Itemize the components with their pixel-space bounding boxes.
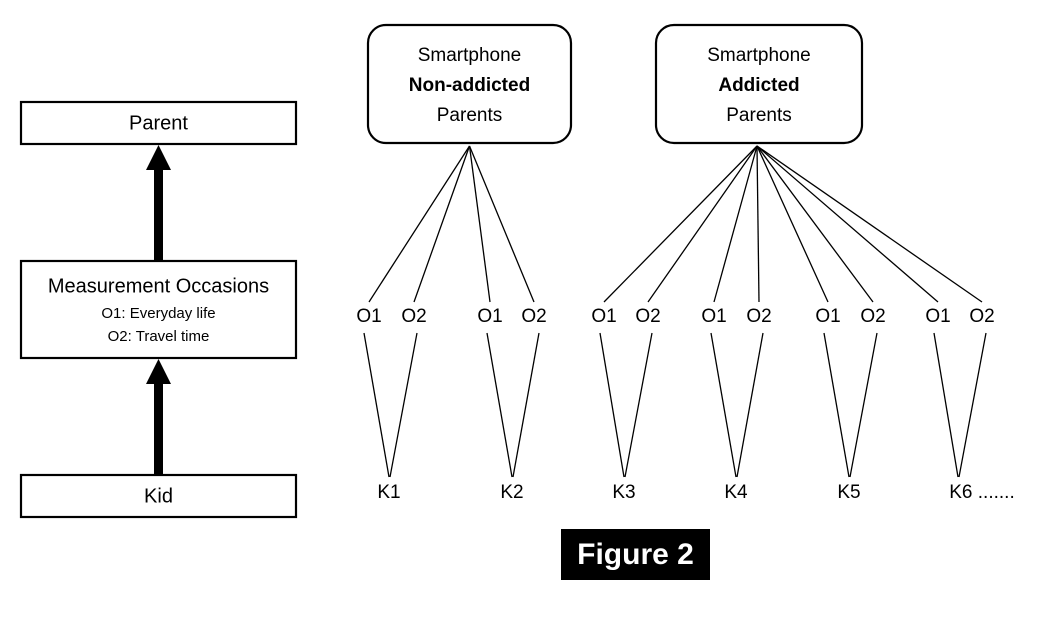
measurement-occasions-box-label: Measurement Occasions [48, 275, 269, 297]
edge-nonaddicted-to-k1-o1 [368, 145, 471, 303]
addicted-line-3: Parents [726, 105, 791, 126]
group-addicted: Smartphone Addicted Parents O1 O2 O1 O2 … [591, 23, 1015, 503]
addicted-line-1: Smartphone [707, 45, 811, 66]
occasion-label-k3-o2: O2 [635, 306, 660, 327]
edge-k3-o1-to-k3 [599, 332, 625, 478]
up-arrow-icon [146, 145, 171, 261]
edge-k6-o2-to-k6 [958, 332, 987, 478]
group-non-addicted: Smartphone Non-addicted Parents O1 O2 O1… [356, 23, 573, 503]
legend-level-measurement-occasions: Measurement Occasions O1: Everyday life … [19, 259, 298, 360]
kid-label-k4: K4 [724, 482, 748, 503]
edge-k2-o2-to-k2 [512, 332, 540, 478]
kid-label-k5: K5 [837, 482, 860, 503]
occasion-label-k4-o2: O2 [746, 306, 771, 327]
occasion-label-k1-o1: O1 [356, 306, 381, 327]
caption-badge-background [561, 529, 710, 580]
measurement-occasions-sublabel-o2: O2: Travel time [108, 328, 210, 345]
occasion-label-k5-o1: O1 [815, 306, 840, 327]
addicted-line-2: Addicted [718, 75, 799, 96]
edge-addicted-to-k5-o2 [756, 145, 874, 303]
occasion-label-k6-o2: O2 [969, 306, 994, 327]
arrow-kid-to-occasions [146, 359, 171, 475]
kid-label-k1: K1 [377, 482, 400, 503]
caption-label: Figure 2 [577, 538, 694, 571]
legend-level-kid: Kid [19, 473, 298, 519]
edge-nonaddicted-to-k2-o2 [468, 145, 535, 303]
occasion-label-k3-o1: O1 [591, 306, 616, 327]
edge-k4-o1-to-k4 [710, 332, 737, 478]
kid-box [19, 473, 298, 519]
legend-level-parent: Parent [19, 100, 298, 146]
occasion-label-k6-o1: O1 [925, 306, 950, 327]
edge-k1-o2-to-k1 [389, 332, 418, 478]
non-addicted-parents-box [366, 23, 573, 145]
kid-label-k6: K6 ....... [949, 482, 1014, 503]
edge-k6-o1-to-k6 [933, 332, 959, 478]
occasion-label-k2-o2: O2 [521, 306, 546, 327]
edge-k5-o2-to-k5 [849, 332, 878, 478]
occasion-label-k2-o1: O1 [477, 306, 502, 327]
edge-nonaddicted-to-k2-o1 [468, 145, 491, 303]
measurement-occasions-sublabel-o1: O1: Everyday life [101, 305, 215, 322]
edge-addicted-to-k3-o2 [647, 145, 758, 303]
kid-box-label: Kid [144, 485, 173, 507]
addicted-parents-box [654, 23, 864, 145]
arrow-occasions-to-parent [146, 145, 171, 261]
edge-addicted-to-k4-o1 [713, 145, 758, 303]
parent-box-label: Parent [129, 112, 188, 134]
edge-addicted-to-k4-o2 [756, 145, 760, 303]
occasion-label-k4-o1: O1 [701, 306, 726, 327]
measurement-occasions-box [19, 259, 298, 360]
figure-caption-badge: Figure 2 [561, 529, 710, 580]
edge-addicted-to-k5-o1 [756, 145, 829, 303]
edge-k4-o2-to-k4 [736, 332, 764, 478]
edge-addicted-to-k6-o1 [756, 145, 939, 303]
occasion-label-k1-o2: O2 [401, 306, 426, 327]
edge-addicted-to-k6-o2 [756, 145, 983, 303]
non-addicted-line-1: Smartphone [418, 45, 522, 66]
edge-k5-o1-to-k5 [823, 332, 850, 478]
non-addicted-line-3: Parents [437, 105, 502, 126]
kid-label-k2: K2 [500, 482, 523, 503]
edge-k1-o1-to-k1 [363, 332, 390, 478]
edge-addicted-to-k3-o1 [603, 145, 758, 303]
edge-nonaddicted-to-k1-o2 [413, 145, 471, 303]
up-arrow-icon [146, 359, 171, 475]
edge-k2-o1-to-k2 [486, 332, 513, 478]
parent-box [19, 100, 298, 146]
non-addicted-line-2: Non-addicted [409, 75, 530, 96]
edge-k3-o2-to-k3 [624, 332, 653, 478]
kid-label-k3: K3 [612, 482, 635, 503]
occasion-label-k5-o2: O2 [860, 306, 885, 327]
